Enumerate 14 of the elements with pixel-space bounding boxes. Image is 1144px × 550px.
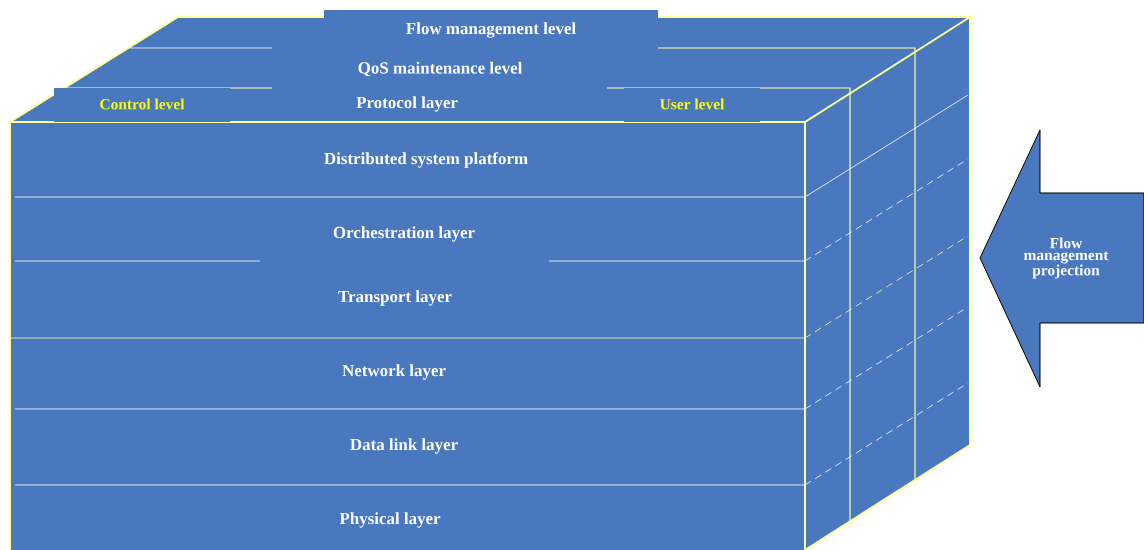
layer-label: Network layer (342, 364, 446, 380)
layer-label: Transport layer (338, 290, 452, 306)
node-label: Flow management level (406, 22, 576, 38)
level-tab: Control level (54, 88, 230, 122)
node-label: Control level (100, 98, 185, 110)
layer-label: QoS maintenance level (358, 61, 523, 77)
node-label: User level (660, 98, 725, 110)
layer-label: Orchestration layer (333, 226, 475, 242)
layer-label: Data link layer (350, 438, 458, 454)
layer-label: Physical layer (339, 512, 441, 528)
layer-label: Protocol layer (356, 96, 458, 112)
layer-label: Distributed system platform (324, 152, 528, 168)
level-tab: User level (624, 88, 760, 122)
level-tab: Flow management level (324, 10, 658, 48)
